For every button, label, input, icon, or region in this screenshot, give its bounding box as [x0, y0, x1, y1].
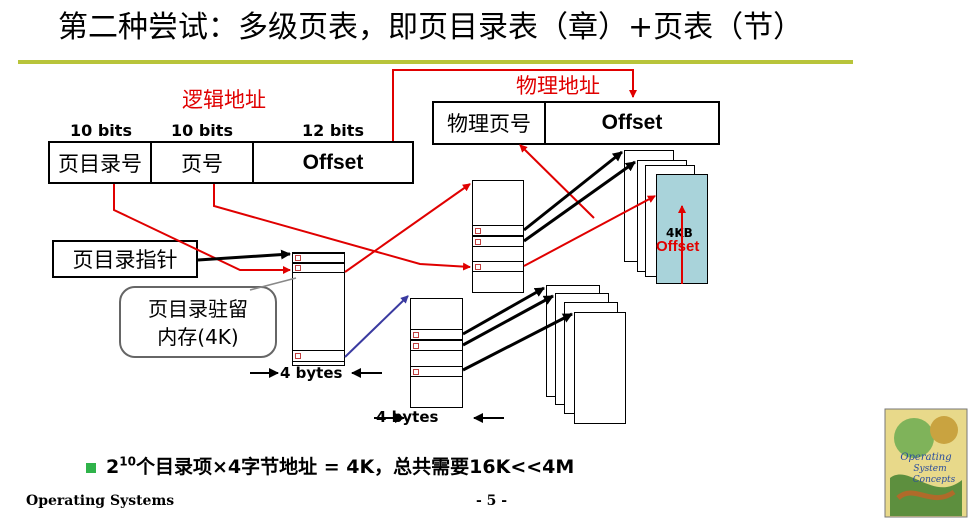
- page-table-entry: [410, 366, 463, 377]
- physical-page: [574, 312, 626, 424]
- callout-line-1: 页目录驻留: [148, 297, 248, 321]
- entry-size-label-page-table: 4 bytes: [376, 408, 439, 426]
- page-table-b: [410, 298, 463, 408]
- dir-number-arrow: [113, 184, 291, 274]
- slide-title: 第二种尝试：多级页表，即页目录表（章）+页表（节）: [58, 10, 804, 45]
- table-a-pointer-arrow: [523, 150, 623, 232]
- table-entry-to-page-arrow: [523, 195, 656, 267]
- page-table-entry: [472, 261, 524, 272]
- entry-marker-icon: [475, 264, 481, 270]
- logical-address-label: 逻辑地址: [182, 88, 266, 112]
- dir-entry-to-table-b-arrow: [344, 295, 409, 358]
- book-cover-icon: Operating System Concepts: [884, 408, 968, 518]
- pointer-to-directory-arrow: [197, 249, 291, 262]
- entry-marker-icon: [413, 369, 419, 375]
- page-table-entry: [472, 236, 524, 247]
- entry-marker-icon: [413, 343, 419, 349]
- bits-label-offset: 12 bits: [302, 121, 364, 140]
- bullet-text: 个目录项×4字节地址 = 4K，总共需要16K<<4M: [135, 456, 575, 478]
- summary-bullet: 210个目录项×4字节地址 = 4K，总共需要16K<<4M: [86, 452, 574, 479]
- offset-to-physical-arrow: [392, 69, 637, 141]
- field-physical-frame: 物理页号: [432, 101, 546, 145]
- bits-label-page: 10 bits: [171, 121, 233, 140]
- page-directory-table: [292, 252, 345, 366]
- entry-marker-icon: [295, 255, 301, 261]
- page-directory-pointer: 页目录指针: [52, 240, 198, 278]
- field-physical-offset: Offset: [544, 101, 720, 145]
- dir-entry-to-table-arrow: [344, 183, 471, 273]
- physical-address-label: 物理地址: [516, 74, 600, 98]
- page-size-label: 4KB: [666, 226, 693, 240]
- page-directory-entry: [292, 263, 345, 273]
- bullet-square-icon: [86, 462, 96, 473]
- entry-marker-icon: [413, 332, 419, 338]
- callout-line-2: 内存(4K): [157, 325, 239, 349]
- entry-size-label-directory: 4 bytes: [280, 364, 343, 382]
- title-rule: [18, 60, 853, 64]
- page-table-a: [472, 180, 524, 293]
- field-dir-number: 页目录号: [48, 141, 152, 184]
- page-directory-entry: [292, 350, 345, 362]
- cover-title-line: Operating: [900, 452, 951, 463]
- field-logical-offset: Offset: [252, 141, 414, 184]
- page-table-entry: [472, 225, 524, 236]
- page-number-arrow: [213, 184, 471, 271]
- entry-marker-icon: [475, 239, 481, 245]
- table-b-pointer-arrow: [462, 312, 573, 372]
- callout-tail: [249, 277, 297, 291]
- field-page-number: 页号: [150, 141, 254, 184]
- page-table-entry: [410, 329, 463, 340]
- table-a-pointer-arrow: [523, 160, 636, 243]
- cover-title-line: System: [913, 464, 946, 474]
- page-table-entry: [410, 340, 463, 351]
- entry-marker-icon: [295, 353, 301, 359]
- bullet-exponent: 10: [119, 454, 136, 469]
- callout-page-directory-resident: 页目录驻留 内存(4K): [119, 286, 277, 358]
- footer-page-number: - 5 -: [476, 493, 508, 509]
- bullet-base: 2: [106, 456, 120, 478]
- footer-course-name: Operating Systems: [26, 493, 175, 509]
- entry-marker-icon: [475, 228, 481, 234]
- table-b-pointer-arrow: [462, 294, 554, 347]
- entry-marker-icon: [295, 265, 301, 271]
- table-b-pointer-arrow: [462, 286, 545, 336]
- bits-label-dir: 10 bits: [70, 121, 132, 140]
- page-offset-label: Offset: [656, 238, 700, 255]
- frame-number-arrow: [519, 144, 595, 219]
- page-directory-entry: [292, 253, 345, 263]
- cover-title-line: Concepts: [913, 475, 956, 485]
